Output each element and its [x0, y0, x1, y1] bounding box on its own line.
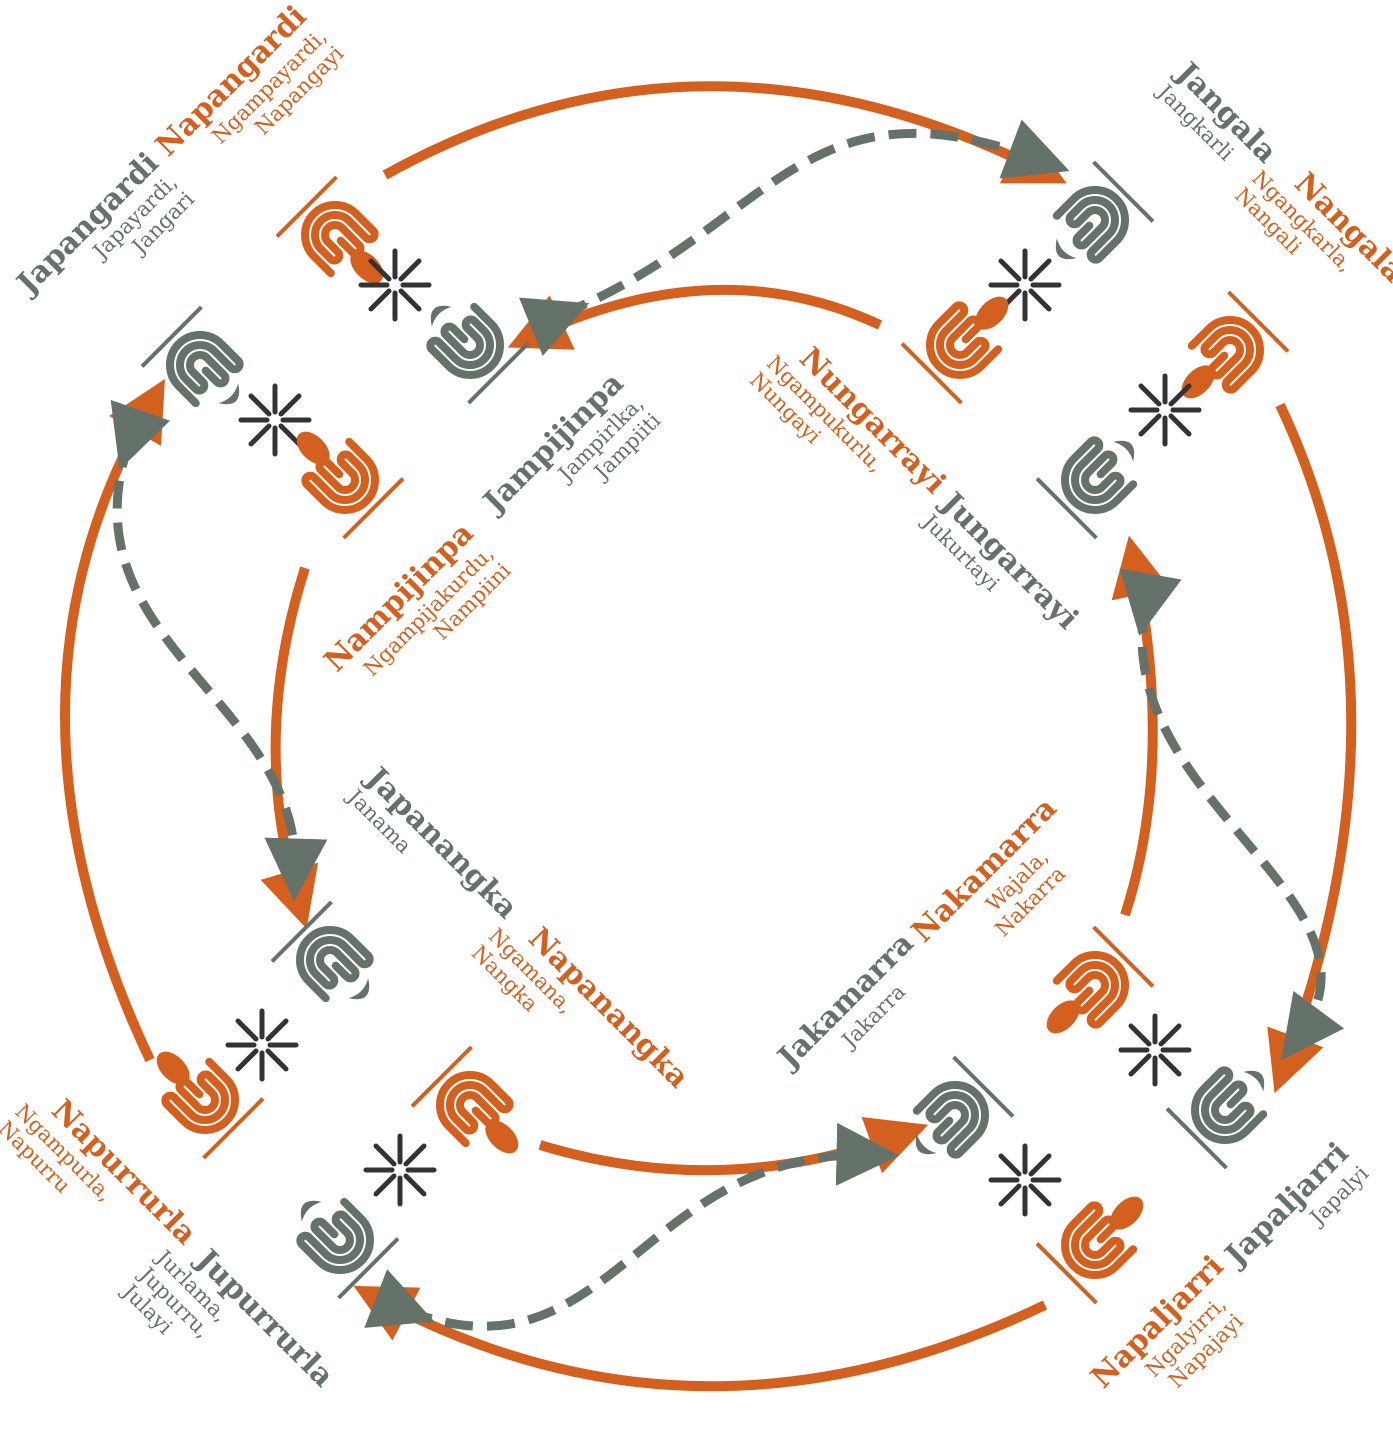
dashed-arrow-jampijinpa-jangala: [518, 119, 1070, 357]
sunburst-icon: [228, 1011, 296, 1079]
japangardi-symbol-cluster: [140, 305, 266, 431]
arrow-napanangka-to-jakamarra: [538, 1116, 929, 1176]
napurrurla-symbol-cluster: [156, 1051, 265, 1160]
crescent-icon: [300, 1200, 322, 1222]
japanangka-name: Japanangka: [357, 759, 524, 926]
sunburst-icon: [366, 1136, 434, 1204]
dashed-arrow-japangardi-japanangka: [110, 399, 328, 902]
symbols: [140, 160, 1291, 1305]
sunburst-icon: [361, 251, 429, 319]
crescent-icon: [1243, 1070, 1265, 1092]
spiral-figure-icon: [1183, 1068, 1267, 1152]
oval-icon: [1046, 1000, 1080, 1034]
napangardi-symbol-cluster: [275, 175, 384, 284]
spiral-figure-icon: [298, 1198, 382, 1282]
spiral-figure-icon: [1053, 438, 1137, 522]
oval-icon: [485, 1120, 519, 1154]
crescent-icon: [1055, 238, 1077, 260]
oval-icon: [975, 296, 1009, 330]
jungarrayi-symbol-cluster: [1035, 414, 1161, 540]
crescent-icon: [1113, 440, 1135, 462]
arrow-nangala-to-napaljarri: [1267, 402, 1357, 1094]
jupurrurla-symbol-cluster: [274, 1174, 400, 1300]
napaljarri-symbol-cluster: [1035, 1196, 1144, 1305]
label-jungarrayi: Jungarrayi Jukurtayi: [917, 484, 1085, 637]
sunburst-icon: [1121, 1016, 1189, 1084]
spiral-figure-icon: [1053, 178, 1137, 262]
oval-icon: [1181, 365, 1215, 399]
sunburst-icon: [1131, 376, 1199, 444]
nungarrayi-symbol-cluster: [900, 296, 1009, 405]
napanangka-name: Napanangka: [521, 921, 695, 1095]
arrows: [60, 81, 1357, 1392]
crescent-icon: [915, 1133, 937, 1155]
jampijinpa-symbol-cluster: [404, 279, 530, 405]
label-nakamarra: Nakamarra Wajala, Nakarra: [905, 791, 1070, 950]
arrow-napurrurla-to-japangardi: [60, 378, 165, 1063]
napanangka-symbol-cluster: [410, 1045, 519, 1154]
label-japanangka: Japanangka Janama: [342, 759, 525, 926]
crescent-icon: [430, 305, 452, 327]
jangala-symbol-cluster: [1029, 160, 1155, 286]
label-japaljarri: Japaljarri Japalyi: [1217, 1136, 1374, 1275]
label-jampijinpa: Jampijinpa Jampirlka, Jampiiti: [475, 366, 666, 522]
spiral-figure-icon: [428, 303, 512, 387]
oval-icon: [1110, 1196, 1144, 1230]
oval-icon: [296, 431, 330, 465]
arrow-napaljarri-to-jupurrurla: [353, 1285, 1048, 1392]
jakamarra-symbol-cluster: [889, 1055, 1015, 1181]
japanangka-symbol-cluster: [270, 900, 396, 1026]
spiral-figure-icon: [913, 1073, 997, 1157]
oval-icon: [350, 250, 384, 284]
dashed-arrow-jupurrurla-jakamarra: [364, 1122, 900, 1331]
label-nangala: Nangala Ngangkarla, Nangali: [1230, 166, 1393, 290]
label-nampijinpa: Nampijinpa Ngampijakurdu, Nampiini: [318, 516, 516, 681]
label-nungarrayi: Nungarrayi Ngampukurlu, Nungayi: [745, 341, 952, 501]
nampijinpa-symbol-cluster: [296, 431, 405, 540]
japaljarri-symbol-cluster: [1165, 1044, 1291, 1170]
spiral-figure-icon: [158, 323, 242, 407]
label-napangardi: Napangardi Ngampayardi, Napangayi: [149, 0, 348, 163]
label-jakamarra: Jakamarra Jakarra: [769, 926, 920, 1077]
spiral-figure-icon: [288, 918, 372, 1002]
nangala-symbol-cluster: [1181, 290, 1290, 399]
arrow-nungarrayi-to-jampijinpa: [507, 284, 883, 350]
crescent-icon: [348, 978, 370, 1000]
dashed-arrow-jungarrayi-japaljarri: [1119, 568, 1345, 1061]
nakamarra-symbol-cluster: [1046, 925, 1155, 1034]
sunburst-icon: [991, 1146, 1059, 1214]
crescent-icon: [218, 383, 240, 405]
label-napaljarri: Napaljarri Ngalyirri, Napajayi: [1084, 1249, 1248, 1395]
label-japangardi: Japangardi Japayardi, Jangari: [8, 146, 199, 303]
oval-icon: [156, 1051, 190, 1085]
